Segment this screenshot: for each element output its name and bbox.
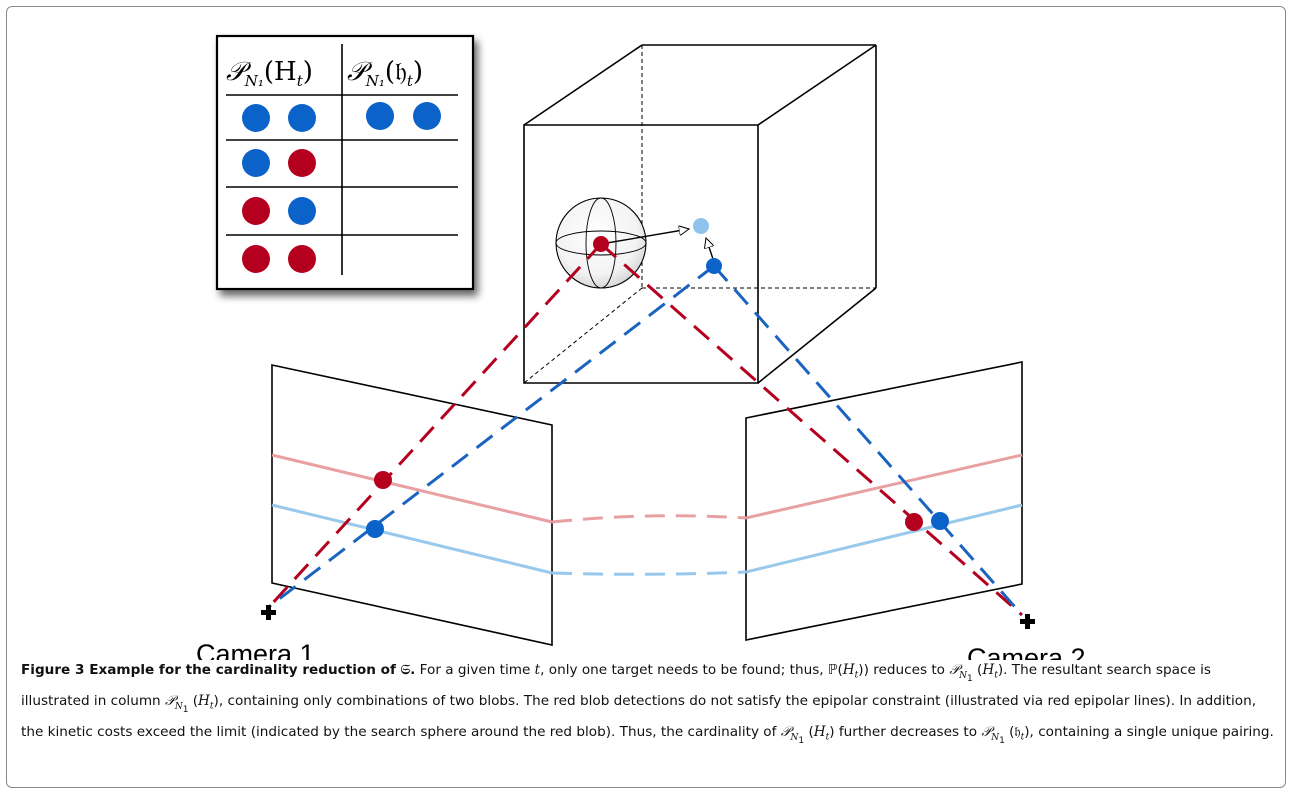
blue-ray-camera2 bbox=[712, 265, 1024, 616]
table-dot-red bbox=[242, 245, 270, 273]
red-blob-camera2 bbox=[905, 513, 923, 531]
figure-illustration: Camera 1 Camera 2 𝒫N₁(Ht) 𝒫N₁(𝔥t) bbox=[196, 34, 1086, 660]
table-dot-blue bbox=[242, 104, 270, 132]
blue-epipolar-line-bridge bbox=[551, 570, 747, 576]
red-epipolar-line-bridge bbox=[551, 514, 747, 524]
caption-label: Figure 3 Example for the cardinality red… bbox=[21, 662, 416, 678]
red-ray-camera2 bbox=[600, 242, 1023, 617]
caption-p-n1-ht-b: 𝒫N1 (Ht) bbox=[165, 692, 219, 715]
table-dots bbox=[242, 102, 441, 273]
caption-p-n1-ht-a: 𝒫N1 (Ht) bbox=[949, 662, 1004, 684]
caption-p-n1-ht-c: 𝒫N1 (Ht) bbox=[780, 723, 835, 746]
red-epipolar-line-right bbox=[745, 453, 1023, 520]
cube-top-left-edge bbox=[523, 44, 643, 126]
table-header-col2: 𝒫N₁(𝔥t) bbox=[347, 57, 423, 90]
blue-blob-camera1 bbox=[366, 520, 384, 538]
table-dot-red bbox=[288, 149, 316, 177]
projection-rays bbox=[268, 242, 1024, 617]
pairing-table: 𝒫N₁(Ht) 𝒫N₁(𝔥t) bbox=[215, 34, 475, 291]
camera1-image-plane bbox=[271, 364, 553, 646]
table-dot-blue bbox=[288, 104, 316, 132]
cube bbox=[523, 44, 877, 384]
caption-text-2: , only one target needs to be found; thu… bbox=[540, 662, 828, 678]
camera1-label: Camera 1 bbox=[196, 639, 315, 660]
blue-blob-camera2 bbox=[931, 512, 949, 530]
caption-text-5: , containing only combinations of two bl… bbox=[21, 692, 1257, 740]
table-dot-blue bbox=[288, 197, 316, 225]
table-dot-blue bbox=[413, 102, 441, 130]
motion-arrow-blue-to-target bbox=[706, 238, 715, 263]
blue-epipolar-line-right bbox=[745, 503, 1023, 574]
red-epipolar-line-left bbox=[271, 453, 553, 524]
camera2-marker bbox=[1020, 614, 1035, 629]
epipolar-lines bbox=[271, 453, 1023, 576]
red-blob-3d bbox=[593, 236, 609, 252]
figure-caption: Figure 3 Example for the cardinality red… bbox=[21, 659, 1277, 752]
caption-text-3: ) reduces to bbox=[863, 662, 950, 678]
cube-hidden-edge-diagonal bbox=[523, 287, 643, 384]
table-header-col1: 𝒫N₁(Ht) bbox=[226, 57, 313, 90]
table-dot-red bbox=[242, 197, 270, 225]
caption-p-n1-hfrak: 𝒫N1 (𝔥t) bbox=[981, 723, 1030, 746]
red-blob-camera1 bbox=[374, 471, 392, 489]
blue-epipolar-line-left bbox=[271, 503, 553, 575]
table-dot-blue bbox=[242, 149, 270, 177]
table-dot-red bbox=[288, 245, 316, 273]
camera1-marker bbox=[261, 605, 276, 620]
camera2-image-plane bbox=[745, 361, 1023, 641]
caption-text-1: For a given time bbox=[415, 662, 535, 678]
cube-top-right-edge bbox=[757, 44, 877, 126]
table-dot-blue bbox=[366, 102, 394, 130]
camera2-label: Camera 2 bbox=[967, 643, 1086, 660]
caption-text-6: further decreases to bbox=[834, 723, 982, 740]
motion-arrow-red-to-target bbox=[600, 229, 689, 245]
predicted-target-blob bbox=[693, 218, 709, 234]
caption-text-4: . The resultant search space is illustra… bbox=[21, 662, 1211, 709]
caption-text-7: , containing a single unique pairing. bbox=[1029, 723, 1274, 740]
red-ray-camera1 bbox=[268, 242, 603, 608]
figure-frame bbox=[6, 6, 1286, 788]
blue-blob-3d bbox=[706, 258, 722, 274]
blue-ray-camera1 bbox=[269, 264, 715, 608]
cube-bottom-right-edge bbox=[757, 287, 877, 384]
caption-var-t: t bbox=[534, 662, 541, 678]
caption-power-set: ℙ(Ht) bbox=[827, 662, 864, 681]
